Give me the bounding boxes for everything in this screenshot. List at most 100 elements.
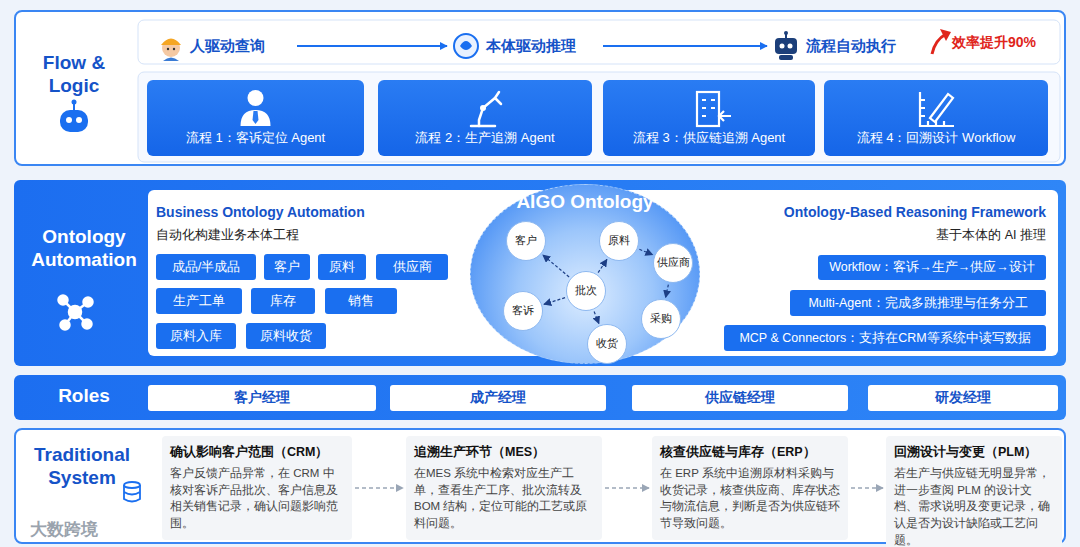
- label-text: 效率提升90%: [952, 34, 1036, 52]
- role-box: 成产经理: [390, 385, 606, 411]
- entity-chip: 客户: [264, 254, 310, 280]
- system-card: 确认影响客户范围（CRM）客户反馈产品异常，在 CRM 中核对客诉产品批次、客户…: [162, 436, 352, 540]
- icon-part: [138, 72, 1060, 162]
- section-band: Roles 客户经理 成产经理 供应链经理 研发经理: [14, 375, 1066, 420]
- node-text: 客户: [274, 258, 300, 276]
- icon-part: [775, 38, 797, 54]
- icon-part: [780, 44, 785, 49]
- icon-part-part-part: [479, 98, 495, 126]
- node-text: 客户经理: [234, 389, 290, 407]
- node-text: Roles: [20, 385, 148, 408]
- icon-part-part: [83, 320, 92, 329]
- icon-part-part: [480, 105, 486, 111]
- card-heading: 核查供应链与库存（ERP）: [660, 444, 840, 461]
- entity-node: 供应商: [653, 243, 693, 283]
- node-text: 客户: [515, 234, 537, 248]
- process-box: 流程 3：供应链追溯 Agent: [603, 80, 815, 156]
- icon-part-part-part: [702, 100, 715, 116]
- process-box: 流程 1：客诉定位 Agent: [147, 80, 364, 156]
- icon-part: [163, 58, 179, 62]
- node-text: 库存: [270, 292, 296, 310]
- connector-arrow: [598, 259, 607, 272]
- connector-arrow: [603, 45, 767, 47]
- connector-arrow: [605, 487, 649, 488]
- node-text: AIGO Ontology: [471, 185, 699, 213]
- icon-part: [138, 20, 1060, 64]
- icon-part: [167, 48, 169, 50]
- capability-box: Multi-Agent：完成多跳推理与任务分工: [790, 290, 1046, 316]
- node-text: 采购: [650, 312, 672, 326]
- label-text: Business Ontology Automation: [156, 204, 365, 220]
- icon-part-part-part: [471, 125, 495, 128]
- connector-arrow: [544, 298, 565, 305]
- entity-node: 原料: [599, 221, 639, 261]
- icon-part-part: [69, 306, 81, 318]
- icon-part: [920, 92, 954, 126]
- icon-part-part: [248, 90, 264, 106]
- icon-part: [460, 41, 472, 50]
- node-text: 流程 3：供应链追溯 Agent: [633, 129, 785, 147]
- system-card: 回溯设计与变更（PLM）若生产与供应链无明显异常，进一步查阅 PLM 的设计文档…: [886, 436, 1062, 547]
- icon-part-part: [84, 298, 93, 307]
- node-text: 流程 2：生产追溯 Agent: [415, 129, 554, 147]
- node-text: 原料: [608, 234, 630, 248]
- entity-node: 客诉: [503, 291, 543, 331]
- node-text: 供应链经理: [705, 389, 775, 407]
- icon-part-part: [66, 117, 72, 123]
- node-text: 本体驱动推理: [486, 37, 576, 56]
- icon-part: [173, 48, 175, 50]
- role-box: 供应链经理: [632, 385, 848, 411]
- entity-chip: 原料: [318, 254, 366, 280]
- entity-chip: 原料收货: [246, 323, 326, 349]
- icon-part-part-part: [920, 92, 954, 126]
- connector-arrow: [639, 249, 652, 254]
- entity-node: 收货: [587, 324, 627, 364]
- node-text: 生产工单: [173, 292, 225, 310]
- node-text: 流程 4：回溯设计 Workflow: [857, 129, 1016, 147]
- icon-part-part: [61, 321, 70, 330]
- node-text: 批次: [575, 284, 597, 298]
- icon-part-part-part: [697, 92, 719, 126]
- node-text: 流程自动执行: [806, 37, 896, 56]
- icon-part: [124, 482, 140, 502]
- node-text: 销售: [348, 292, 374, 310]
- icon-part: [471, 92, 501, 126]
- entity-chip: 生产工单: [156, 288, 242, 314]
- icon-part: [162, 39, 180, 57]
- icon-part-part: [76, 117, 82, 123]
- icon-part: [932, 34, 946, 54]
- node-text: 供应商: [393, 258, 432, 276]
- card-heading: 回溯设计与变更（PLM）: [894, 444, 1054, 461]
- icon-part-part: [59, 296, 68, 305]
- watermark: 大数跨境: [30, 518, 98, 541]
- section-panel: Flow & Logic 人驱动查询 本体驱动推理 流程自动执行流程 1：客诉定位 A…: [14, 10, 1066, 166]
- capability-box: Workflow：客诉→生产→供应→设计: [818, 255, 1046, 280]
- node-text: 客诉: [512, 304, 534, 318]
- capability-box: MCP & Connectors：支持在CRM等系统中读写数据: [724, 325, 1046, 351]
- node-text: Flow & Logic: [24, 52, 124, 98]
- entity-node: 采购: [641, 299, 681, 339]
- entity-chip: 销售: [325, 288, 397, 314]
- card-body: 在 ERP 系统中追溯原材料采购与收货记录，核查供应商、库存状态与物流信息，判断…: [660, 465, 840, 532]
- role-box: 研发经理: [868, 385, 1058, 411]
- icon-part: [940, 29, 951, 41]
- entity-node: 批次: [566, 271, 606, 311]
- system-card: 核查供应链与库存（ERP） 在 ERP 系统中追溯原材料采购与收货记录，核查供应商…: [652, 436, 848, 540]
- connector-arrow: [297, 45, 447, 47]
- label-text: 基于本体的 AI 推理: [936, 227, 1046, 244]
- process-box: 流程 2：生产追溯 Agent: [378, 80, 592, 156]
- node-text: 人驱动查询: [190, 37, 265, 56]
- node-text: 原料入库: [170, 327, 222, 345]
- node-text: 成品/半成品: [172, 258, 241, 276]
- role-box: 客户经理: [148, 385, 376, 411]
- flow-step: 本体驱动推理: [450, 30, 600, 62]
- icon-part-part: [72, 100, 77, 105]
- card-heading: 追溯生产环节（MES）: [414, 444, 594, 461]
- entity-chip: 库存: [251, 288, 315, 314]
- icon-part-part-part: [495, 92, 501, 104]
- icon-part: [454, 34, 478, 58]
- flow-step: 人驱动查询: [154, 30, 294, 62]
- connector-arrow: [666, 285, 669, 298]
- connector-arrow: [355, 487, 403, 488]
- system-card: 追溯生产环节（MES）在MES 系统中检索对应生产工单，查看生产工序、批次流转及…: [406, 436, 602, 540]
